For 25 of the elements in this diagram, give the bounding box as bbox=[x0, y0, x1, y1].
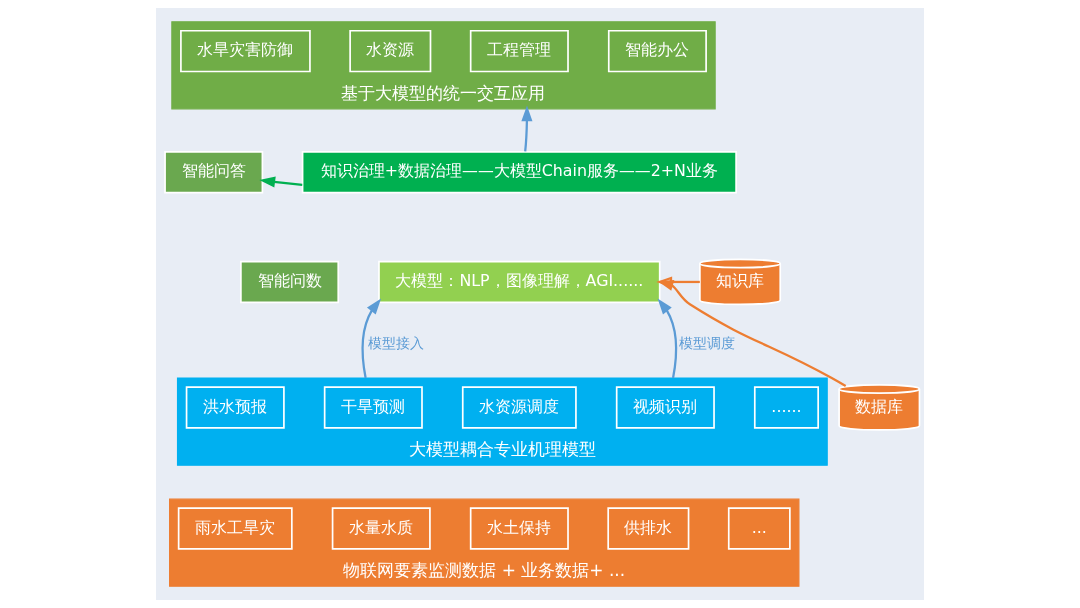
node-box: 干旱预测 bbox=[323, 386, 423, 429]
node-box: 水土保持 bbox=[469, 507, 569, 550]
node-box: 智能办公 bbox=[607, 29, 707, 73]
node-box: 智能问答 bbox=[164, 151, 264, 194]
arrow bbox=[259, 176, 303, 188]
node-box: 智能问数 bbox=[240, 260, 340, 304]
node-box: 视频识别 bbox=[615, 386, 715, 429]
arrow bbox=[657, 280, 847, 387]
node-box: 水资源调度 bbox=[461, 386, 577, 429]
node-box: 水旱灾害防御 bbox=[180, 29, 311, 73]
node-box: 知识治理+数据治理——大模型Chain服务——2+N业务 bbox=[301, 151, 737, 194]
node-box: 水资源 bbox=[349, 29, 432, 73]
node-box: 供排水 bbox=[607, 507, 690, 550]
arrow bbox=[361, 298, 382, 379]
node-box: 工程管理 bbox=[469, 29, 569, 73]
node-box: ... bbox=[727, 507, 791, 550]
edge-label: 模型调度 bbox=[679, 335, 736, 352]
node-box: ...... bbox=[753, 386, 819, 429]
node-box: 雨水工旱灾 bbox=[177, 507, 293, 550]
arrow bbox=[521, 105, 533, 152]
node-box: 水量水质 bbox=[331, 507, 431, 550]
node-box: 大模型：NLP，图像理解，AGI...... bbox=[378, 260, 661, 304]
node-box: 洪水预报 bbox=[185, 386, 285, 429]
edge-label: 模型接入 bbox=[367, 335, 424, 352]
arrow bbox=[657, 298, 678, 379]
